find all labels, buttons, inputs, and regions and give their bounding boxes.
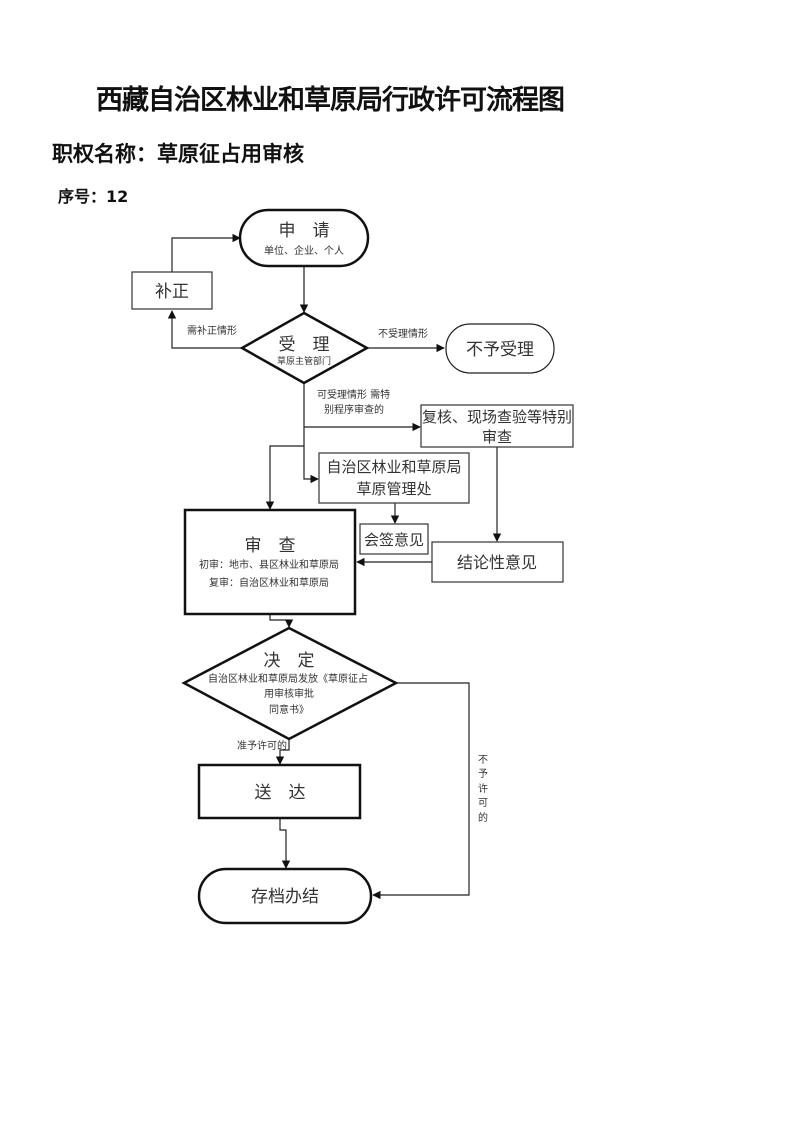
node-decision-label: 决 定 <box>264 651 315 671</box>
node-countersign-label: 会签意见 <box>364 531 424 549</box>
edge-delivery-to-archive <box>279 818 291 869</box>
node-conclusion: 结论性意见 <box>431 541 564 583</box>
node-archive: 存档办结 <box>197 867 373 925</box>
node-special-review-line2: 审查 <box>482 428 512 446</box>
node-apply-sub: 单位、企业、个人 <box>264 244 344 257</box>
edge-correction-to-apply <box>171 233 241 272</box>
authority-name: 职权名称：草原征占用审核 <box>52 142 304 166</box>
edge-label-not-permitted-char: 许 <box>478 783 488 795</box>
node-review-sub-2: 复审：自治区林业和草原局 <box>209 576 329 589</box>
edge-decision-to-archive <box>372 682 470 900</box>
edge-trunk-to-grassland-office <box>303 446 319 484</box>
node-apply-label: 申 请 <box>279 221 330 241</box>
edge-review-to-decision <box>269 614 294 628</box>
edge-label-not-permitted-char: 可 <box>478 798 488 809</box>
node-reject-accept: 不予受理 <box>445 323 555 374</box>
node-decision-sub-2: 用审核审批 <box>264 687 314 700</box>
edge-label-not-permitted-char: 不 <box>478 755 488 766</box>
node-decision: 决 定 自治区林业和草原局发放《草原征占 用审核审批 同意书》 <box>181 626 399 741</box>
node-decision-sub-3: 同意书》 <box>269 703 309 716</box>
node-special-review: 复核、现场查验等特别 审查 <box>420 404 574 448</box>
node-countersign: 会签意见 <box>359 523 429 555</box>
node-accept: 受 理 草原主管部门 <box>239 311 370 385</box>
node-accept-sub: 草原主管部门 <box>277 355 331 367</box>
edge-label-not-permitted-char: 的 <box>478 811 488 824</box>
edge-label-acceptable-1: 可受理情形 需特 <box>317 388 390 401</box>
edge-label-not-permitted: 不 予 许 可 的 <box>478 755 488 824</box>
node-reject-accept-label: 不予受理 <box>466 340 534 360</box>
node-correction: 补正 <box>131 271 213 310</box>
node-conclusion-label: 结论性意见 <box>457 553 537 572</box>
node-decision-sub-1: 自治区林业和草原局发放《草原征占 <box>208 672 368 685</box>
edge-label-permitted: 准予许可的 <box>237 739 287 752</box>
edge-label-need-correction: 需补正情形 <box>187 324 237 337</box>
node-archive-label: 存档办结 <box>251 887 319 907</box>
node-delivery: 送 达 <box>197 763 362 820</box>
node-review-sub-1: 初审：地市、县区林业和草原局 <box>199 558 339 571</box>
page-title: 西藏自治区林业和草原局行政许可流程图 <box>96 85 565 116</box>
node-review: 审 查 初审：地市、县区林业和草原局 复审：自治区林业和草原局 <box>183 508 357 616</box>
node-delivery-label: 送 达 <box>255 783 306 803</box>
node-grassland-office-line1: 自治区林业和草原局 <box>326 458 461 476</box>
node-accept-label: 受 理 <box>279 335 330 355</box>
serial-number: 序号：12 <box>58 187 129 206</box>
edge-label-not-accepted: 不受理情形 <box>378 327 428 340</box>
node-apply: 申 请 单位、企业、个人 <box>238 208 370 268</box>
edge-decision-to-delivery <box>275 740 290 765</box>
edge-trunk-to-review <box>265 445 304 510</box>
node-review-label: 审 查 <box>245 536 296 556</box>
node-correction-label: 补正 <box>155 282 189 302</box>
edge-accept-to-correction <box>167 310 243 349</box>
node-grassland-office-line2: 草原管理处 <box>356 480 431 498</box>
edge-label-not-permitted-char: 予 <box>478 768 488 780</box>
edge-label-acceptable-2: 别程序审查的 <box>324 403 384 416</box>
node-grassland-office: 自治区林业和草原局 草原管理处 <box>318 452 470 504</box>
node-special-review-line1: 复核、现场查验等特别 <box>422 408 572 426</box>
